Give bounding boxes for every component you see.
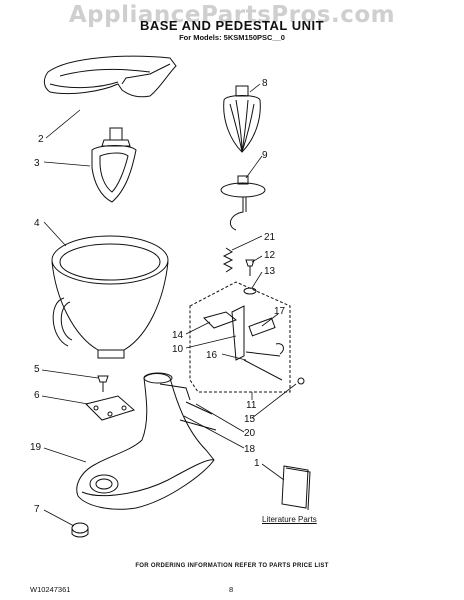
clamp-plate-part-6 (85, 395, 136, 421)
callout-1: 1 (254, 458, 260, 469)
callout-10: 10 (172, 344, 184, 355)
callout-2: 2 (38, 134, 44, 145)
callout-19: 19 (30, 442, 42, 453)
dough-hook-part (220, 175, 266, 231)
callout-18: 18 (244, 444, 256, 455)
callout-12: 12 (264, 250, 276, 261)
callout-16: 16 (206, 350, 218, 361)
callout-3: 3 (34, 158, 40, 169)
literature-parts-label: Literature Parts (262, 515, 317, 524)
callout-8: 8 (262, 78, 268, 89)
page-title: BASE AND PEDESTAL UNIT (139, 18, 325, 33)
callout-11: 11 (246, 400, 257, 411)
wire-whip-part (223, 85, 261, 153)
lift-assembly-box (189, 281, 305, 393)
document-id: W10247361 (30, 585, 71, 594)
callout-7: 7 (34, 504, 40, 515)
callout-17: 17 (274, 306, 286, 317)
flat-beater-part (91, 127, 137, 203)
callout-13: 13 (264, 266, 276, 277)
screw-part-12 (245, 259, 255, 276)
leader-lines (41, 83, 297, 527)
spring-part (222, 247, 234, 273)
pedestal-base-part (76, 372, 217, 510)
mixing-bowl-part (51, 235, 169, 359)
model-subtitle: For Models: 5KSM150PSC__0 (179, 33, 285, 42)
literature-part (281, 465, 311, 511)
callout-21: 21 (264, 232, 276, 243)
callout-9: 9 (262, 150, 268, 161)
washer-part-13 (243, 287, 257, 295)
callout-20: 20 (244, 428, 256, 439)
callout-4: 4 (34, 218, 40, 229)
page-number: 8 (229, 585, 234, 594)
watermark: AppliancePartsPros.com (68, 2, 396, 28)
pouring-shield-part (43, 55, 177, 98)
ordering-footer: FOR ORDERING INFORMATION REFER TO PARTS … (135, 563, 329, 569)
callout-6: 6 (34, 390, 40, 401)
callout-15: 15 (244, 414, 256, 425)
foot-part-7 (71, 522, 89, 538)
callout-14: 14 (172, 330, 184, 341)
screw-part-5 (97, 375, 109, 392)
callout-5: 5 (34, 364, 40, 375)
